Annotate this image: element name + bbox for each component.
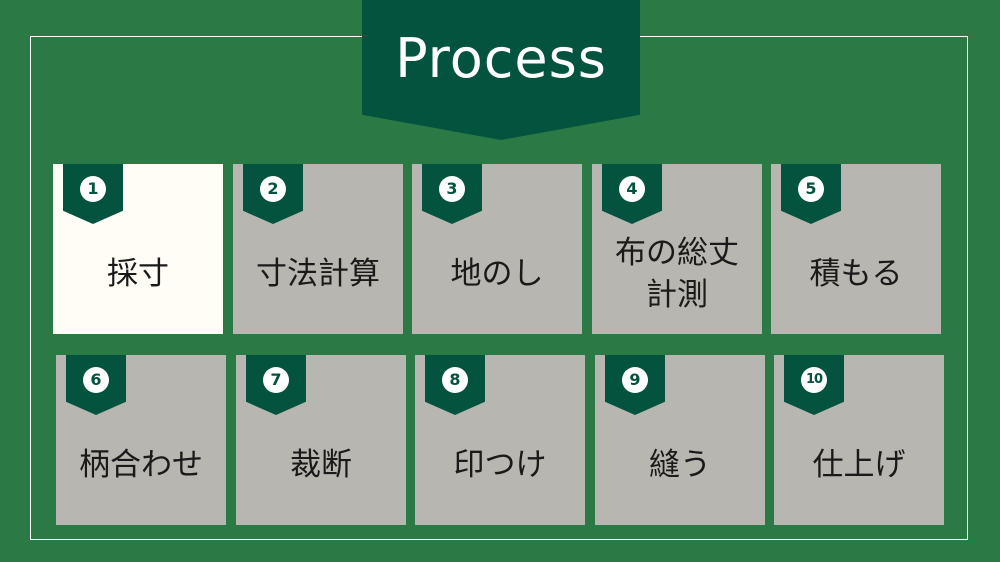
step-label: 裁断 (290, 447, 352, 484)
step-number: 3 (439, 176, 465, 202)
title-banner: Process (362, 0, 640, 140)
step-card-4[interactable]: 4 布の総丈計測 (592, 164, 762, 334)
step-number: 8 (442, 367, 468, 393)
step-tag: 2 (243, 164, 303, 224)
page-title: Process (395, 26, 607, 90)
step-tag: 8 (425, 355, 485, 415)
step-tag: 10 (784, 355, 844, 415)
step-card-6[interactable]: 6 柄合わせ (56, 355, 226, 525)
step-label: 寸法計算 (256, 256, 380, 293)
step-label: 印つけ (453, 447, 547, 484)
step-tag: 4 (602, 164, 662, 224)
step-number: 2 (260, 176, 286, 202)
step-label: 柄合わせ (79, 447, 203, 484)
step-tag: 6 (66, 355, 126, 415)
step-label: 積もる (809, 256, 903, 293)
step-card-5[interactable]: 5 積もる (771, 164, 941, 334)
step-card-3[interactable]: 3 地のし (412, 164, 582, 334)
step-number: 4 (619, 176, 645, 202)
step-tag: 1 (63, 164, 123, 224)
step-number: 7 (263, 367, 289, 393)
step-label: 縫う (649, 447, 711, 484)
step-card-8[interactable]: 8 印つけ (415, 355, 585, 525)
step-tag: 3 (422, 164, 482, 224)
step-number: 9 (622, 367, 648, 393)
step-tag: 7 (246, 355, 306, 415)
step-card-9[interactable]: 9 縫う (595, 355, 765, 525)
step-label: 採寸 (107, 256, 169, 293)
step-tag: 9 (605, 355, 665, 415)
step-label: 地のし (450, 256, 544, 293)
step-tag: 5 (781, 164, 841, 224)
step-number: 10 (801, 367, 827, 393)
step-number: 6 (83, 367, 109, 393)
step-number: 1 (80, 176, 106, 202)
step-label: 布の総丈計測 (615, 235, 739, 313)
step-number: 5 (798, 176, 824, 202)
step-card-1[interactable]: 1 採寸 (53, 164, 223, 334)
step-card-10[interactable]: 10 仕上げ (774, 355, 944, 525)
step-label: 仕上げ (812, 447, 906, 484)
step-card-7[interactable]: 7 裁断 (236, 355, 406, 525)
step-card-2[interactable]: 2 寸法計算 (233, 164, 403, 334)
